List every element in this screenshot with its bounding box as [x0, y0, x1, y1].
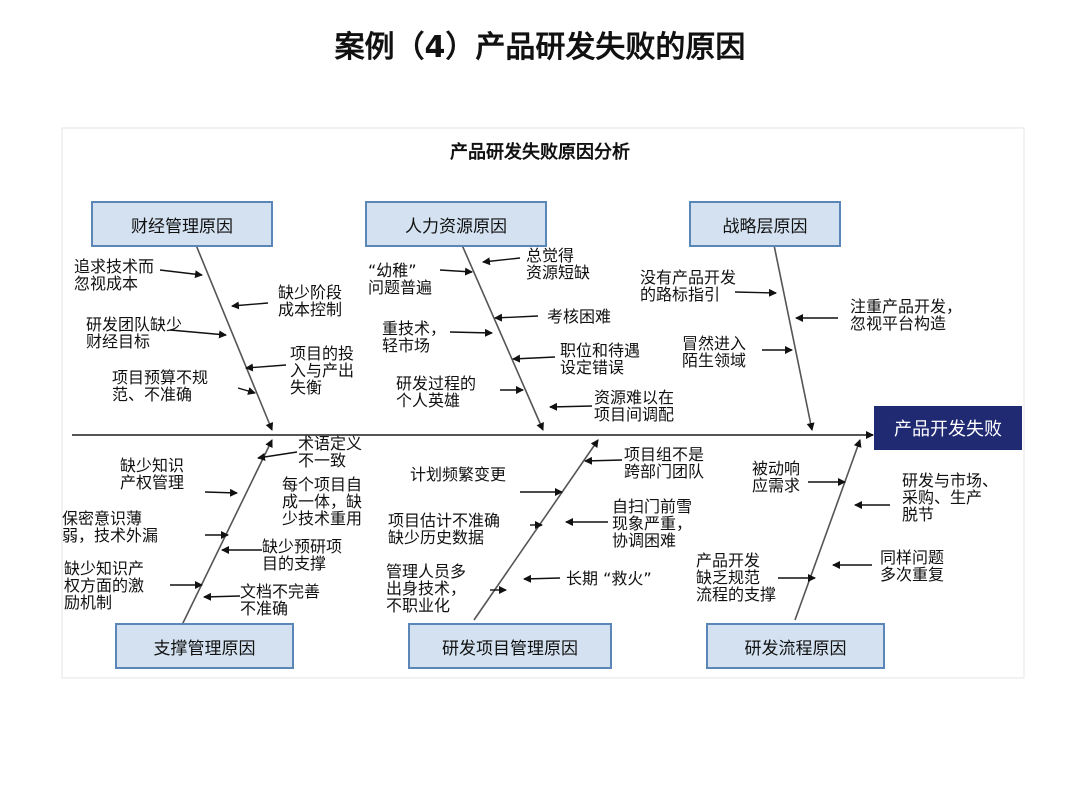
- category-hr: 人力资源原因: [365, 201, 547, 247]
- diagram-title: 产品研发失败原因分析: [450, 142, 630, 163]
- cause-label: 项目预算不规 范、不准确: [112, 368, 209, 404]
- cause-label: 项目估计不准确 缺少历史数据: [388, 511, 501, 547]
- bone-strategy: [773, 244, 815, 431]
- cause-label: 考核困难: [547, 307, 612, 326]
- cause-label: 研发与市场、 采购、生产 脱节: [902, 471, 999, 524]
- category-project: 研发项目管理原因: [408, 623, 612, 669]
- cause-label: 项目组不是 跨部门团队: [624, 445, 705, 481]
- cause-label: 重技术， 轻市场: [382, 319, 447, 355]
- category-support: 支撑管理原因: [115, 623, 294, 669]
- diagram-frame: [61, 127, 1025, 679]
- category-strategy: 战略层原因: [689, 201, 841, 247]
- slide-title: 案例（4）产品研发失败的原因: [334, 30, 746, 65]
- bone-hr: [461, 244, 544, 431]
- bone-process: [794, 439, 862, 621]
- cause-label: 计划频繁变更: [410, 465, 507, 484]
- cause-label: 项目的投 入与产出 失衡: [290, 344, 355, 397]
- cause-label: 研发过程的 个人英雄: [396, 374, 477, 410]
- cause-label: “幼稚” 问题普遍: [368, 261, 433, 297]
- cause-label: 研发团队缺少 财经目标: [86, 315, 183, 351]
- cause-label: 冒然进入 陌生领域: [682, 334, 747, 370]
- fishbone-lines: [61, 127, 1025, 679]
- cause-label: 缺少知识 产权管理: [120, 456, 185, 492]
- cause-label: 追求技术而 忽视成本: [74, 257, 155, 293]
- cause-label: 术语定义 不一致: [298, 434, 363, 470]
- cause-label: 没有产品开发 的路标指引: [640, 268, 737, 304]
- cause-label: 被动响 应需求: [752, 459, 801, 495]
- cause-label: 长期 “救火”: [566, 569, 652, 588]
- cause-label: 缺少阶段 成本控制: [278, 283, 343, 319]
- cause-label: 总觉得 资源短缺: [526, 246, 591, 282]
- bone-finance: [195, 244, 274, 431]
- cause-label: 自扫门前雪 现象严重， 协调困难: [612, 497, 693, 550]
- cause-label: 产品开发 缺乏规范 流程的支撑: [696, 551, 777, 604]
- cause-label: 每个项目自 成一体，缺 少技术重用: [282, 475, 363, 528]
- cause-label: 资源难以在 项目间调配: [594, 388, 675, 424]
- cause-label: 保密意识薄 弱，技术外漏: [62, 509, 159, 545]
- cause-label: 职位和待遇 设定错误: [560, 341, 641, 377]
- cause-label: 缺少知识产 权方面的激 励机制: [64, 559, 145, 612]
- cause-label: 同样问题 多次重复: [880, 548, 945, 584]
- category-finance: 财经管理原因: [91, 201, 273, 247]
- cause-label: 文档不完善 不准确: [240, 582, 321, 618]
- cause-label: 管理人员多 出身技术， 不职业化: [386, 562, 467, 615]
- effect-box: 产品开发失败: [874, 406, 1022, 450]
- cause-label: 注重产品开发， 忽视平台构造: [850, 297, 963, 333]
- cause-label: 缺少预研项 目的支撑: [262, 537, 343, 573]
- category-process: 研发流程原因: [706, 623, 885, 669]
